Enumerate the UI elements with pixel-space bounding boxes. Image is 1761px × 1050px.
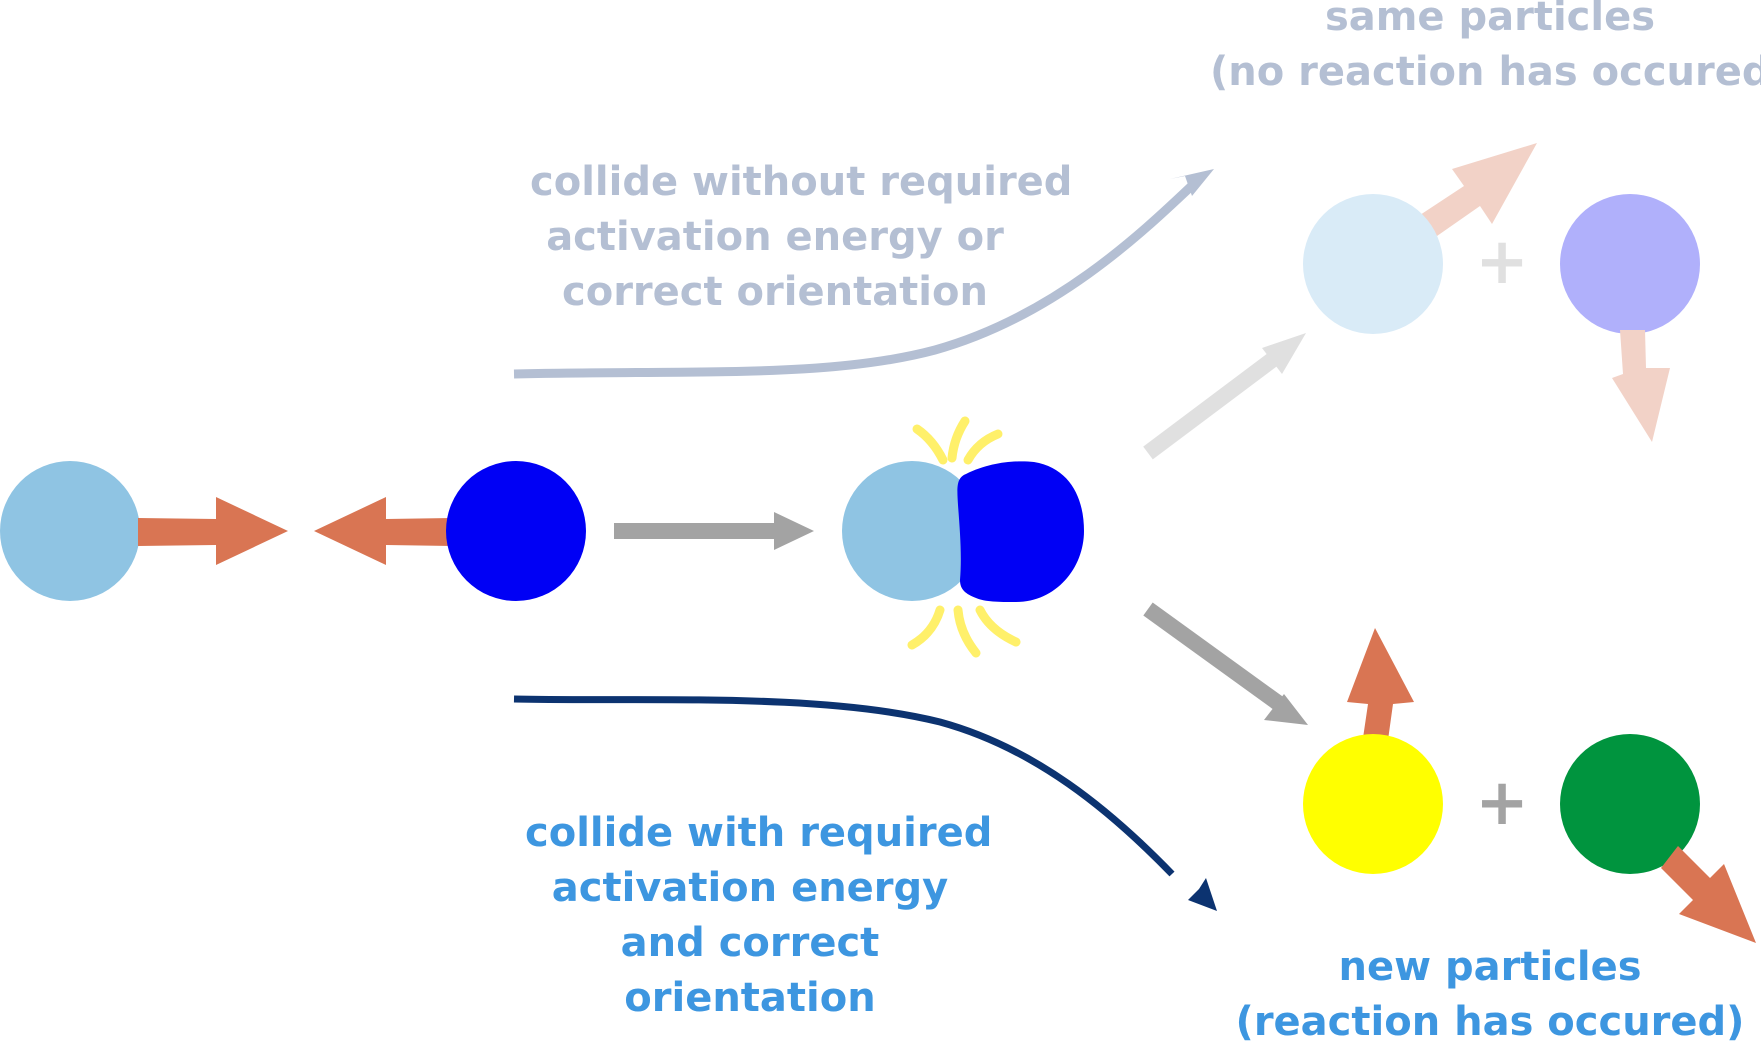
reactant-a-motion-arrow-icon: [138, 497, 288, 565]
success-path-label-line-2: activation energy: [551, 865, 949, 911]
unchanged-particles: [1303, 143, 1700, 442]
success-path-label: collide with required activation energy …: [525, 806, 993, 1026]
to-collision-arrow-icon: [614, 512, 814, 550]
success-path-label-line-1: collide with required: [525, 810, 993, 856]
new-particles-label-line-2: (reaction has occured): [1235, 999, 1745, 1045]
fail-path-label-line-3: correct orientation: [562, 269, 988, 315]
unchanged-a-motion-arrow-icon: [1420, 143, 1537, 236]
fail-path-label-line-2: activation energy or: [546, 214, 1004, 260]
unchanged-particle-b: [1560, 194, 1700, 334]
success-path-arrow: [513, 695, 1217, 911]
colliding-particle-b: [957, 461, 1084, 602]
fail-path-label-line-1: collide without required: [530, 159, 1073, 205]
product-b-motion-arrow-icon: [1661, 846, 1756, 943]
spark-mark-top-right: [963, 429, 1003, 465]
spark-mark-top-center: [947, 416, 970, 463]
plus-sign-unchanged: +: [1475, 225, 1529, 299]
reactant-b-motion-arrow-icon: [314, 497, 452, 565]
fail-path-arrow: [513, 169, 1214, 379]
product-particle-a: [1303, 734, 1443, 874]
fail-path-curve: [513, 174, 1204, 379]
spark-mark-bottom-left: [907, 605, 945, 650]
product-a-motion-arrow-icon: [1347, 628, 1414, 740]
same-particles-label: same particles (no reaction has occured): [1210, 0, 1761, 100]
plus-sign-products: +: [1475, 766, 1529, 840]
success-path-label-line-4: orientation: [624, 975, 876, 1021]
new-particles-label-line-1: new particles: [1338, 944, 1642, 990]
same-particles-label-line-2: (no reaction has occured): [1210, 49, 1761, 95]
spark-mark-top-left: [912, 424, 948, 465]
success-path-curve: [513, 695, 1175, 877]
new-particles-label: new particles (reaction has occured): [1230, 940, 1750, 1050]
spark-mark-bottom-right: [975, 605, 1021, 647]
collision-spark-icon: [907, 416, 1021, 658]
product-particle-b: [1560, 734, 1700, 874]
unchanged-b-motion-arrow-icon: [1612, 330, 1670, 442]
success-path-arrowhead-icon: [1188, 878, 1217, 911]
reactant-particle-b: [446, 461, 586, 601]
same-particles-label-line-1: same particles: [1324, 0, 1656, 40]
fail-path-label: collide without required activation ener…: [530, 155, 1073, 320]
unchanged-particle-a: [1303, 194, 1443, 334]
spark-mark-bottom-center: [953, 605, 981, 658]
colliding-particles: [842, 461, 1084, 602]
success-path-label-line-3: and correct: [620, 920, 880, 966]
reactant-particle-a: [0, 461, 140, 601]
fail-path-arrowhead-icon: [1170, 169, 1214, 196]
product-particles: [1303, 628, 1756, 943]
to-unchanged-arrow-icon: [1143, 333, 1306, 460]
reactant-a-group: [0, 461, 288, 601]
colliding-particle-a: [842, 461, 982, 601]
to-products-arrow-icon: [1143, 602, 1308, 725]
reactant-b-group: [314, 461, 586, 601]
